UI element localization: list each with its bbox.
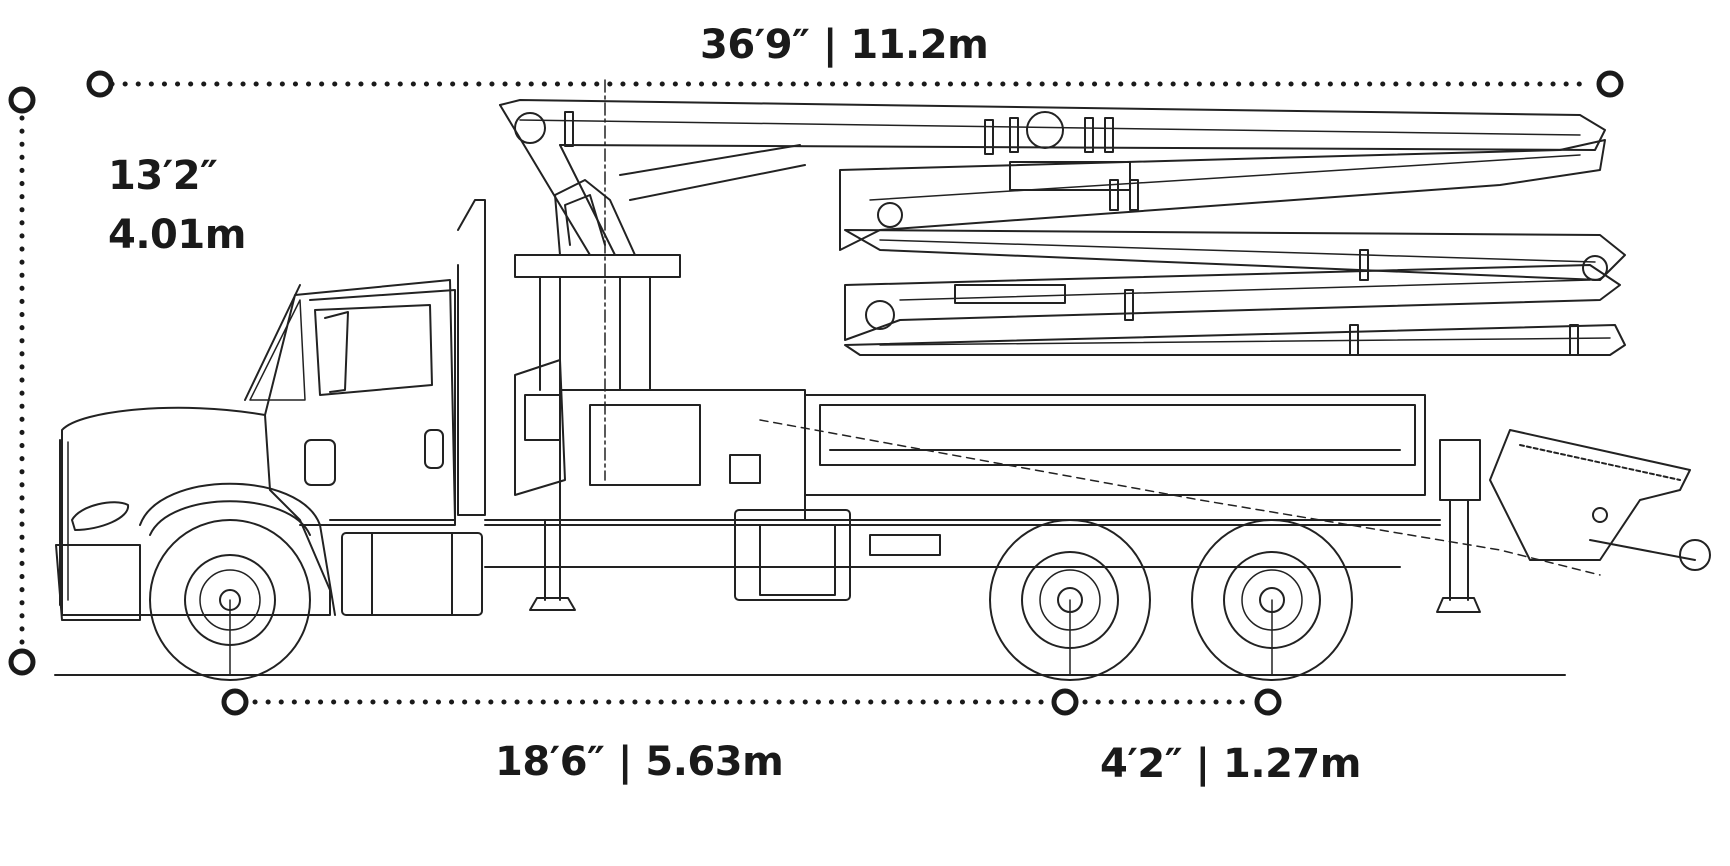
tandem-spacing-label: 4′2″ | 1.27m <box>1100 741 1361 787</box>
endpoint-circle-icon <box>221 688 249 716</box>
truck-body <box>484 179 1711 613</box>
endpoint-circle-icon <box>8 648 36 676</box>
endpoint-circle-icon <box>86 70 114 98</box>
folded-boom <box>499 99 1626 356</box>
front-wheel <box>149 519 311 681</box>
height-meters-label: 4.01m <box>108 212 246 258</box>
truck-cab <box>55 199 486 621</box>
endpoint-circle-icon <box>1051 688 1079 716</box>
rear-wheel-front <box>989 519 1151 681</box>
endpoint-circle-icon <box>1596 70 1624 98</box>
wheelbase-label: 18′6″ | 5.63m <box>495 739 784 785</box>
endpoint-circle-icon <box>8 86 36 114</box>
rear-wheel-back <box>1191 519 1353 681</box>
endpoint-circle-icon <box>1254 688 1282 716</box>
overall-length-label: 36′9″ | 11.2m <box>700 22 989 68</box>
height-feet-label: 13′2″ <box>108 153 218 199</box>
